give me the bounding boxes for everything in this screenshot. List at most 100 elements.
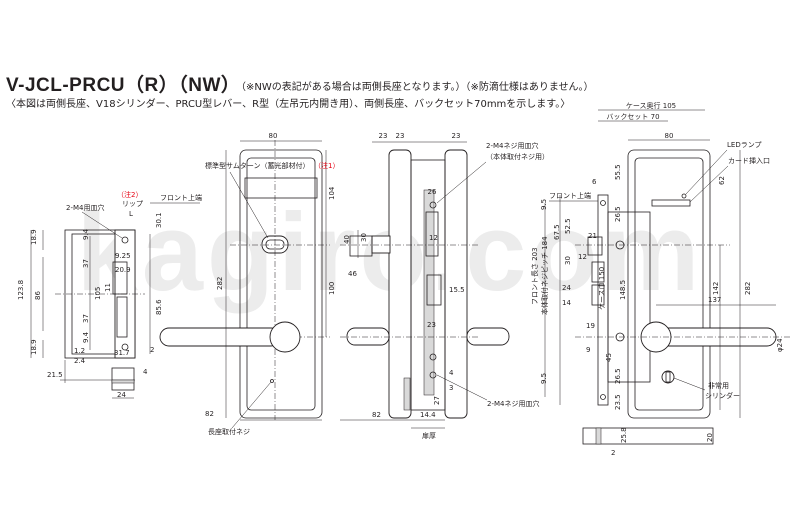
dim-12: 12 <box>429 234 438 242</box>
case-height-label: ケース巾 150 <box>597 267 606 310</box>
dim-23-b: 23 <box>396 132 405 140</box>
dim-80-right: 80 <box>665 132 674 140</box>
lever-rose <box>269 321 301 353</box>
dim-9-25: 9.25 <box>115 252 131 260</box>
drawing-subtitle: 〈本図は両側長座、V18シリンダー、PRCU型レバー、R型（左吊元内開き用）、両… <box>6 99 571 110</box>
lip-l-label: L <box>129 210 133 218</box>
lip-label: リップ <box>122 200 143 208</box>
dim-37-top: 37 <box>82 259 90 268</box>
dim-142: 142 <box>712 282 720 295</box>
dim-80: 80 <box>269 132 278 140</box>
dim-26: 26 <box>428 188 437 196</box>
case-and-plate-view: ケース奥行 105 バックセット 70 80 9.5 6 55.5 62 26.… <box>531 101 790 457</box>
dim-14: 14 <box>562 299 571 307</box>
dim-20: 20 <box>706 433 714 442</box>
front-top-right-label: フロント上端 <box>549 191 591 200</box>
case-bottom-section <box>582 427 714 445</box>
front-top-label: フロント上端 <box>160 193 202 202</box>
dim-86: 86 <box>34 291 42 300</box>
escutcheon-front-view: 80 282 104 100 82 標準型サムターン（蓄光部材付） （注1） 長… <box>159 132 339 436</box>
dim-11: 11 <box>104 283 112 292</box>
dim-18-9-top: 18.9 <box>30 229 38 245</box>
dim-21: 21 <box>588 232 597 240</box>
emergency-cylinder-label-1: 非常用 <box>708 381 729 390</box>
dim-25-8: 25.8 <box>620 427 628 443</box>
dim-37-bottom: 37 <box>82 314 90 323</box>
dim-31-7: 31.7 <box>114 349 130 357</box>
deadbolt <box>371 235 391 254</box>
strike-plate-view: 18.9 123.8 86 18.9 9.4 37 105 9.4 11 37 … <box>17 190 202 399</box>
dim-82-side: 82 <box>372 411 381 419</box>
door-thickness-label: 扉厚 <box>422 431 436 440</box>
dim-2-4: 2.4 <box>74 357 86 365</box>
dim-21-5: 21.5 <box>47 371 63 379</box>
dim-23-5: 23.5 <box>614 394 622 410</box>
dim-52-5: 52.5 <box>564 218 572 234</box>
dim-137: 137 <box>708 296 721 304</box>
long-plate <box>239 149 323 419</box>
dim-104: 104 <box>328 186 336 200</box>
card-slot-label: カード挿入口 <box>728 156 770 165</box>
inner-plate-side <box>444 149 468 419</box>
diameter-label: φ24 <box>776 338 784 352</box>
dim-30-right: 30 <box>564 256 572 265</box>
dim-26-5-bottom: 26.5 <box>614 368 622 384</box>
drawing-title: V-JCL-PRCU（R）（NW） <box>6 75 241 96</box>
dim-100: 100 <box>328 282 336 295</box>
note2-label: （注2） <box>117 190 142 199</box>
backset-label: バックセット 70 <box>606 113 659 121</box>
emergency-cylinder-label-2: シリンダー <box>705 391 740 400</box>
emergency-cylinder <box>661 370 675 384</box>
dim-30: 30 <box>360 233 368 242</box>
dim-6: 6 <box>592 178 597 186</box>
dim-24-right: 24 <box>562 284 571 292</box>
dim-55-5: 55.5 <box>614 164 622 180</box>
drawing-note: （※NWの表記がある場合は両側長座となります。）（※防滴仕様はありません。） <box>236 82 594 93</box>
dim-1-2: 1.2 <box>74 347 85 355</box>
dim-282-right: 282 <box>744 282 752 295</box>
note1-label: （注1） <box>314 161 339 170</box>
m4-hole-label: 2-M4用皿穴 <box>66 203 104 212</box>
plate-screw-label: 長座取付ネジ <box>208 427 250 436</box>
lock-case-section <box>410 159 446 411</box>
dim-67-5: 67.5 <box>553 224 561 240</box>
dim-105: 105 <box>94 287 102 300</box>
dim-82-left: 82 <box>205 410 214 418</box>
dim-27: 27 <box>433 396 441 405</box>
lock-case <box>607 211 651 383</box>
dim-2-right: 2 <box>611 449 615 457</box>
dim-85-6: 85.6 <box>155 299 163 315</box>
dim-23-c: 23 <box>452 132 461 140</box>
dim-45: 45 <box>605 353 613 362</box>
dim-62: 62 <box>718 176 726 185</box>
dim-4: 4 <box>143 368 148 376</box>
dim-3: 3 <box>449 384 453 392</box>
dim-15-5: 15.5 <box>449 286 465 294</box>
dim-14-4: 14.4 <box>420 411 436 419</box>
led-lamp <box>681 193 687 199</box>
dim-26-5-top: 26.5 <box>614 206 622 222</box>
dim-4-side: 4 <box>449 369 454 377</box>
dim-282: 282 <box>216 277 224 290</box>
dim-46: 46 <box>348 270 357 278</box>
dim-123-8: 123.8 <box>17 280 25 300</box>
dim-19: 19 <box>586 322 595 330</box>
dim-23-a: 23 <box>379 132 388 140</box>
m4-screw-hole-label: 2-M4ネジ用皿穴 <box>486 141 538 150</box>
side-section-view: 23 23 23 26 40 30 46 12 15.5 23 14.4 82 … <box>340 132 549 440</box>
dim-20-9: 20.9 <box>115 266 131 274</box>
case-depth-label: ケース奥行 105 <box>626 101 676 110</box>
dim-23-d: 23 <box>427 321 436 329</box>
dim-18-9-bottom: 18.9 <box>30 339 38 355</box>
lever-handle <box>159 327 281 347</box>
m4-screw-sub-label: （本体取付ネジ用） <box>486 152 549 161</box>
dim-9-4-bottom: 9.4 <box>82 331 90 343</box>
dim-148-5: 148.5 <box>619 280 627 300</box>
dim-40: 40 <box>343 235 351 244</box>
dim-30-1: 30.1 <box>155 212 163 228</box>
long-plate-right <box>627 149 711 419</box>
dim-9-5-top: 9.5 <box>540 199 548 210</box>
led-label: LEDランプ <box>727 141 762 149</box>
dim-2: 2 <box>150 346 154 354</box>
